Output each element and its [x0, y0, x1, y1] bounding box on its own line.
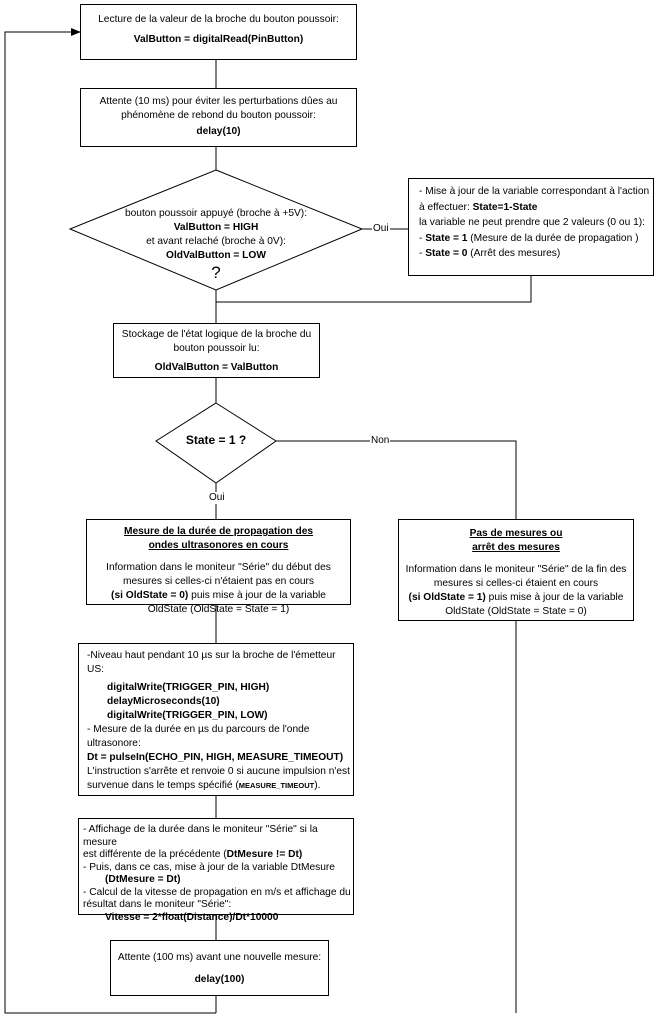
measure-delay-code: delay(100)	[194, 974, 245, 985]
connector-loop-back	[4, 28, 216, 1014]
no-measure-title-line2: arrêt des mesures	[472, 542, 560, 553]
measure-info-line2: mesures si celles-ci n'étaient pas en co…	[122, 576, 315, 587]
measure-info-line4: OldState (OldState = State = 1)	[147, 604, 290, 615]
state-decision-text: State = 1 ?	[185, 433, 247, 447]
measure-title-line2: ondes ultrasonores en cours	[148, 540, 289, 551]
measure-in-progress-box: Mesure de la durée de propagation des on…	[86, 519, 351, 615]
display-line2: est différente de la précédente (DtMesur…	[83, 849, 303, 860]
trigger-line5: L'instruction s'arrête et renvoie 0 si a…	[87, 766, 350, 777]
measure-info-line1: Information dans le moniteur "Série" du …	[106, 562, 331, 573]
state-update-item2: - State = 0 (Arrêt des mesures)	[419, 248, 561, 259]
trigger-line3: - Mesure de la durée en µs du parcours d…	[87, 724, 310, 735]
no-measure-box: Pas de mesures ou arrêt des mesures Info…	[398, 519, 634, 621]
no-measure-info-line1: Information dans le moniteur "Série" de …	[405, 564, 627, 575]
store-state-line1: Stockage de l'état logique de la broche …	[121, 329, 312, 340]
read-button-text: Lecture de la valeur de la broche du bou…	[98, 14, 339, 25]
trigger-line2: US:	[87, 664, 104, 675]
state-update-item1: - State = 1 (Mesure de la durée de propa…	[419, 232, 639, 244]
button-decision-text: bouton poussoir appuyé (broche à +5V): V…	[96, 207, 336, 283]
debounce-text-line2: phénomène de rebond du bouton poussoir:	[121, 110, 316, 121]
trigger-code2: delayMicroseconds(10)	[107, 696, 220, 707]
state-update-box: - Mise à jour de la variable corresponda…	[408, 178, 654, 276]
button-decision-yes-label: Oui	[372, 223, 390, 235]
connector-non-branch	[276, 440, 517, 519]
state-update-line1: - Mise à jour de la variable corresponda…	[419, 186, 650, 197]
state-update-line2: à effectuer: State=1-State	[419, 201, 538, 213]
trigger-code1: digitalWrite(TRIGGER_PIN, HIGH)	[107, 682, 270, 693]
trigger-line4: ultrasonore:	[87, 738, 141, 749]
button-decision-line2: ValButton = HIGH	[173, 222, 259, 233]
display-line4: (DtMesure = Dt)	[105, 874, 181, 885]
connector-update-return	[216, 276, 532, 303]
display-line7: Vitesse = 2*float(Distance)/Dt*10000	[105, 911, 279, 923]
button-decision-line3: et avant relaché (broche à 0V):	[146, 236, 286, 247]
display-line1: - Affichage de la durée dans le moniteur…	[83, 824, 318, 848]
trigger-code4: Dt = pulseIn(ECHO_PIN, HIGH, MEASURE_TIM…	[87, 752, 344, 763]
no-measure-info-line4: OldState (OldState = State = 0)	[445, 606, 587, 617]
store-state-box: Stockage de l'état logique de la broche …	[113, 323, 320, 378]
trigger-pulse-box: -Niveau haut pendant 10 µs sur la broche…	[78, 643, 354, 796]
measure-info-line3: (si OldState = 0) puis mise à jour de la…	[111, 590, 326, 601]
debounce-delay-box: Attente (10 ms) pour éviter les perturba…	[80, 88, 357, 147]
debounce-code: delay(10)	[196, 126, 241, 137]
display-line6: résultat dans le moniteur "Série":	[83, 899, 232, 910]
store-state-line2: bouton poussoir lu:	[173, 343, 260, 354]
state-decision-yes-label: Oui	[208, 492, 226, 504]
state-decision-no-label: Non	[370, 435, 391, 447]
display-speed-box: - Affichage de la durée dans le moniteur…	[78, 818, 354, 923]
measure-title-line1: Mesure de la durée de propagation des	[123, 526, 314, 537]
no-measure-info-line3: (si OldState = 1) puis mise à jour de la…	[408, 592, 624, 603]
store-state-code: OldValButton = ValButton	[154, 362, 279, 373]
button-decision-diamond	[68, 169, 364, 291]
button-decision-line1: bouton poussoir appuyé (broche à +5V):	[124, 208, 308, 219]
measure-delay-box: Attente (100 ms) avant une nouvelle mesu…	[110, 940, 329, 996]
display-line3: - Puis, dans ce cas, mise à jour de la v…	[83, 861, 335, 873]
read-button-code: ValButton = digitalRead(PinButton)	[133, 34, 304, 45]
state-decision-diamond	[155, 402, 277, 484]
read-button-box: Lecture de la valeur de la broche du bou…	[80, 4, 357, 60]
no-measure-title-line1: Pas de mesures ou	[469, 528, 563, 539]
measure-delay-text: Attente (100 ms) avant une nouvelle mesu…	[117, 952, 322, 963]
display-line5: - Calcul de la vitesse de propagation en…	[83, 886, 351, 898]
debounce-text-line1: Attente (10 ms) pour éviter les perturba…	[99, 96, 338, 107]
button-decision-question: ?	[211, 263, 221, 282]
button-decision-line4: OldValButton = LOW	[166, 250, 266, 261]
state-update-line3: la variable ne peut prendre que 2 valeur…	[419, 217, 645, 228]
trigger-code3: digitalWrite(TRIGGER_PIN, LOW)	[107, 710, 268, 721]
trigger-line1: -Niveau haut pendant 10 µs sur la broche…	[87, 650, 336, 661]
no-measure-info-line2: mesures si celles-ci étaient en cours	[433, 578, 599, 589]
trigger-line6: survenue dans le temps spécifié (MEASURE…	[87, 780, 321, 791]
